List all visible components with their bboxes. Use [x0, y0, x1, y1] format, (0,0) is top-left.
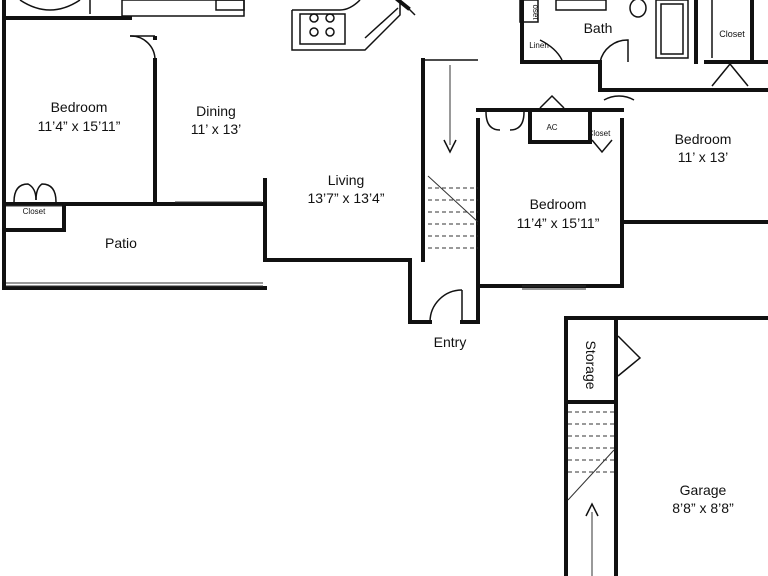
closet-center-label: Closet: [588, 129, 611, 138]
closet-top-label: oset: [531, 4, 540, 20]
living-name: Living: [328, 172, 365, 188]
center-closet-doors: [485, 94, 613, 154]
top-left-fixtures: [19, 0, 245, 17]
garage-stairs: [567, 411, 615, 576]
bath-label: Bath: [584, 20, 613, 36]
living-walls: [266, 58, 480, 324]
bedroom-center-size: 11’4” x 15’11”: [517, 215, 600, 231]
closet-left-doors: [6, 183, 62, 207]
linen-label: Linen: [529, 41, 549, 50]
closet-left-label: Closet: [23, 207, 46, 216]
bath-fixtures: [519, 0, 689, 101]
center-bedroom-window: [522, 285, 586, 290]
garage-name: Garage: [680, 482, 727, 498]
bedroom-right-name: Bedroom: [675, 131, 732, 147]
door-swing-dining: [129, 35, 156, 61]
living-size: 13’7” x 13’4”: [307, 190, 384, 206]
ac-label: AC: [546, 123, 557, 132]
right-closet-doors: [711, 0, 749, 87]
garage-walls: [564, 316, 768, 576]
bedroom-left-name: Bedroom: [51, 99, 108, 115]
kitchen-counter: [291, 0, 416, 51]
left-wing-walls: [2, 0, 267, 290]
bedroom-left-size: 11’4” x 15’11”: [38, 118, 121, 134]
storage-label: Storage: [583, 340, 599, 389]
dining-name: Dining: [196, 103, 236, 119]
upper-stairs: [423, 59, 479, 249]
entry-door: [429, 289, 463, 323]
storage-door: [617, 335, 642, 377]
garage-size: 8’8” x 8’8”: [672, 500, 734, 516]
right-wing-walls: [476, 0, 768, 288]
dining-size: 11’ x 13’: [191, 121, 242, 137]
closet-right-label: Closet: [719, 29, 745, 39]
patio-label: Patio: [105, 235, 137, 251]
bedroom-right-size: 11’ x 13’: [678, 149, 729, 165]
bedroom-center-name: Bedroom: [530, 196, 587, 212]
patio-glass: [6, 201, 263, 287]
entry-label: Entry: [434, 334, 467, 350]
